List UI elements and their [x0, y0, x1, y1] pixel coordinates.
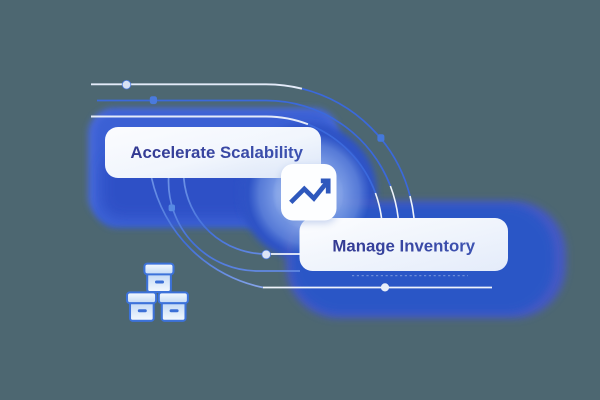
- svg-text:Accelerate Scalability: Accelerate Scalability: [130, 143, 303, 162]
- svg-text:Manage Inventory: Manage Inventory: [332, 237, 475, 256]
